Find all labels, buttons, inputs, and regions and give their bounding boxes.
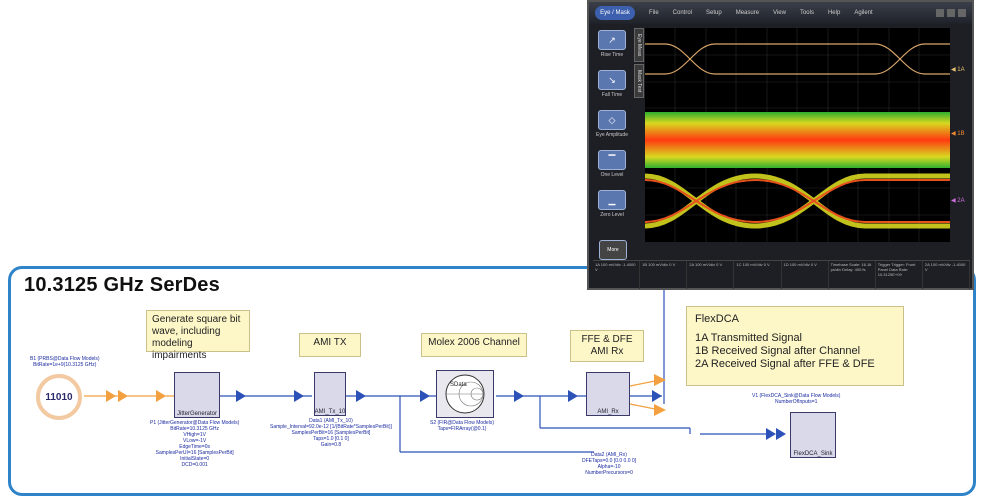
channel-status-bar: 1A 100 mV/div -1.4000 V 1B 100 mV/div 0 … — [593, 260, 970, 289]
jitter-generator-block[interactable]: JitterGenerator — [174, 372, 220, 418]
close-button[interactable] — [958, 9, 966, 17]
fall-time-button[interactable]: ↘ Fall Time — [593, 70, 631, 106]
status-trigger[interactable]: Trigger Trigger: Front Panel Data Rate: … — [876, 261, 923, 289]
marker-2a-label: 2A — [957, 198, 965, 204]
menu-control[interactable]: Control — [672, 10, 693, 16]
marker-1b-label: 1B — [957, 131, 965, 137]
eye-amplitude-label: Eye Amplitude — [596, 132, 628, 138]
ami-tx-block[interactable]: AMI_Tx_10 — [314, 372, 346, 416]
one-level-label: One Level — [600, 172, 624, 178]
tab-eye-meas[interactable]: Eye Meas — [634, 28, 644, 62]
status-1c[interactable]: 1C 100 mV/div 0 V — [734, 261, 782, 289]
note-generate: Generate square bit wave, including mode… — [146, 310, 250, 361]
channel-block[interactable] — [436, 370, 494, 418]
side-tabs: Eye Meas Mask Test — [634, 28, 644, 100]
menu-bar: Eye / Mask File Control Setup Measure Vi… — [589, 2, 972, 24]
bit-source-icon[interactable]: 11010 — [36, 374, 82, 420]
channel-caption: S2 (FIR@Data Flow Models) Taps=FIRArray(… — [430, 420, 494, 432]
maximize-button[interactable] — [947, 9, 955, 17]
flexdca-sink-block[interactable]: FlexDCA_Sink — [790, 412, 836, 458]
mode-button[interactable]: Eye / Mask — [595, 6, 635, 20]
diagram-title: 10.3125 GHz SerDes — [24, 274, 220, 296]
window-controls — [933, 9, 966, 17]
eye-diagram-display — [644, 28, 950, 242]
flexdca-legend: FlexDCA 1A Transmitted Signal 1B Receive… — [686, 306, 904, 386]
eye-diagram — [644, 28, 950, 242]
measurement-sidebar: ↗ Rise Time ↘ Fall Time ◇ Eye Amplitude … — [593, 30, 631, 230]
rise-time-icon: ↗ — [598, 30, 626, 50]
zero-level-button[interactable]: ▁ Zero Level — [593, 190, 631, 226]
eye-amplitude-icon: ◇ — [598, 110, 626, 130]
minimize-button[interactable] — [936, 9, 944, 17]
status-2a-readout[interactable]: 2A 100 mV/div -1.4000 V — [923, 261, 970, 289]
eye-amplitude-button[interactable]: ◇ Eye Amplitude — [593, 110, 631, 146]
legend-item-1a: 1A Transmitted Signal — [695, 332, 803, 344]
status-1d[interactable]: 1D 100 mV/div 0 V — [782, 261, 829, 289]
legend-item-1b: 1B Received Signal after Channel — [695, 345, 861, 357]
flexdca-window: Eye / Mask File Control Setup Measure Vi… — [587, 0, 974, 290]
flexdca-caption: V1 (FlexDCA_Sink@Data Flow Models) Numbe… — [752, 393, 841, 405]
legend-item-2a: 2A Received Signal after FFE & DFE — [695, 358, 875, 370]
marker-2a: ◀ 2A — [951, 198, 965, 204]
tab-mask-test[interactable]: Mask Test — [634, 64, 644, 98]
ami-rx-block[interactable]: AMI_Rx — [586, 372, 630, 416]
jitter-caption: P1 (JitterGenerator@Data Flow Models) Bi… — [150, 420, 240, 468]
menu-help[interactable]: Help — [827, 10, 841, 16]
prbs-caption: B1 (PRBS@Data Flow Models) BitRate=1e+9(… — [30, 356, 100, 368]
one-level-icon: ▔ — [598, 150, 626, 170]
one-level-button[interactable]: ▔ One Level — [593, 150, 631, 186]
menu-measure[interactable]: Measure — [735, 10, 760, 16]
legend-title: FlexDCA — [695, 313, 740, 325]
rise-time-label: Rise Time — [600, 52, 624, 58]
rise-time-button[interactable]: ↗ Rise Time — [593, 30, 631, 66]
agilent-logo: Agilent — [854, 10, 873, 16]
menu-view[interactable]: View — [773, 10, 786, 16]
fall-time-label: Fall Time — [601, 92, 623, 98]
smith-chart-icon — [445, 374, 485, 414]
channel-block-label: SData — [450, 382, 467, 388]
menu-setup[interactable]: Setup — [706, 10, 722, 16]
zero-level-icon: ▁ — [598, 190, 626, 210]
status-1a[interactable]: 1A 100 mV/div -1.4000 V — [593, 261, 641, 289]
marker-1b: ◀ 1B — [951, 131, 965, 137]
fall-time-icon: ↘ — [598, 70, 626, 90]
status-2a[interactable]: 2A 100 mV/div 0 V — [687, 261, 735, 289]
menu-file[interactable]: File — [649, 10, 659, 16]
note-ami-tx: AMI TX — [299, 333, 361, 357]
status-1b[interactable]: 1B 100 mV/div 0 V — [640, 261, 688, 289]
note-ffe-dfe: FFE & DFE AMI Rx — [570, 330, 644, 362]
more-button[interactable]: More — [599, 240, 627, 260]
status-timebase[interactable]: Timebase Scale: 16.16 ps/div Delay: 400 … — [829, 261, 876, 289]
menu-tools[interactable]: Tools — [799, 10, 814, 16]
marker-1a-label: 1A — [957, 67, 965, 73]
ami-rx-caption: Data2 (AMI_Rx) DFETaps=0.0 [0.0 0.0 0] A… — [582, 452, 637, 476]
zero-level-label: Zero Level — [600, 212, 624, 218]
marker-1a: ◀ 1A — [951, 67, 965, 73]
note-channel: Molex 2006 Channel — [421, 333, 527, 357]
ami-tx-caption: Data1 (AMI_Tx_10) Sample_Interval=92.0e-… — [270, 418, 392, 448]
